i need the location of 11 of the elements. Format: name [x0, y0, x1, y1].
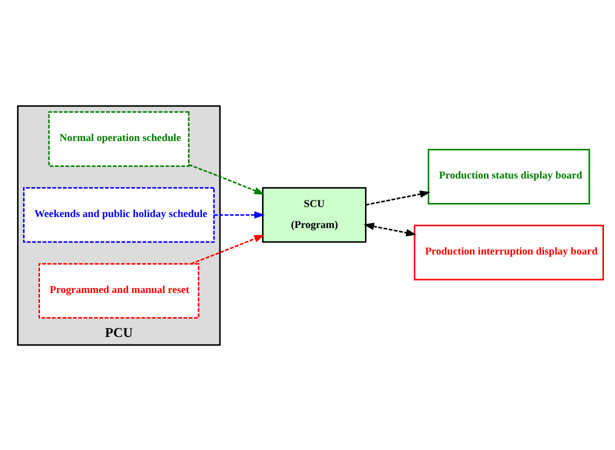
node-box: Normal operation schedule: [48, 110, 190, 166]
arrow: [364, 222, 417, 236]
node-box: Programmed and manual reset: [38, 262, 200, 318]
node-box: Production interruption display board: [414, 224, 604, 280]
arrow: [366, 190, 430, 206]
node-box: Weekends and public holiday schedule: [23, 186, 215, 242]
arrow: [190, 234, 265, 264]
node-box: Production status display board: [428, 148, 590, 204]
arrow: [188, 163, 265, 194]
node-box: SCU (Program): [262, 186, 366, 242]
arrow: [214, 210, 265, 218]
